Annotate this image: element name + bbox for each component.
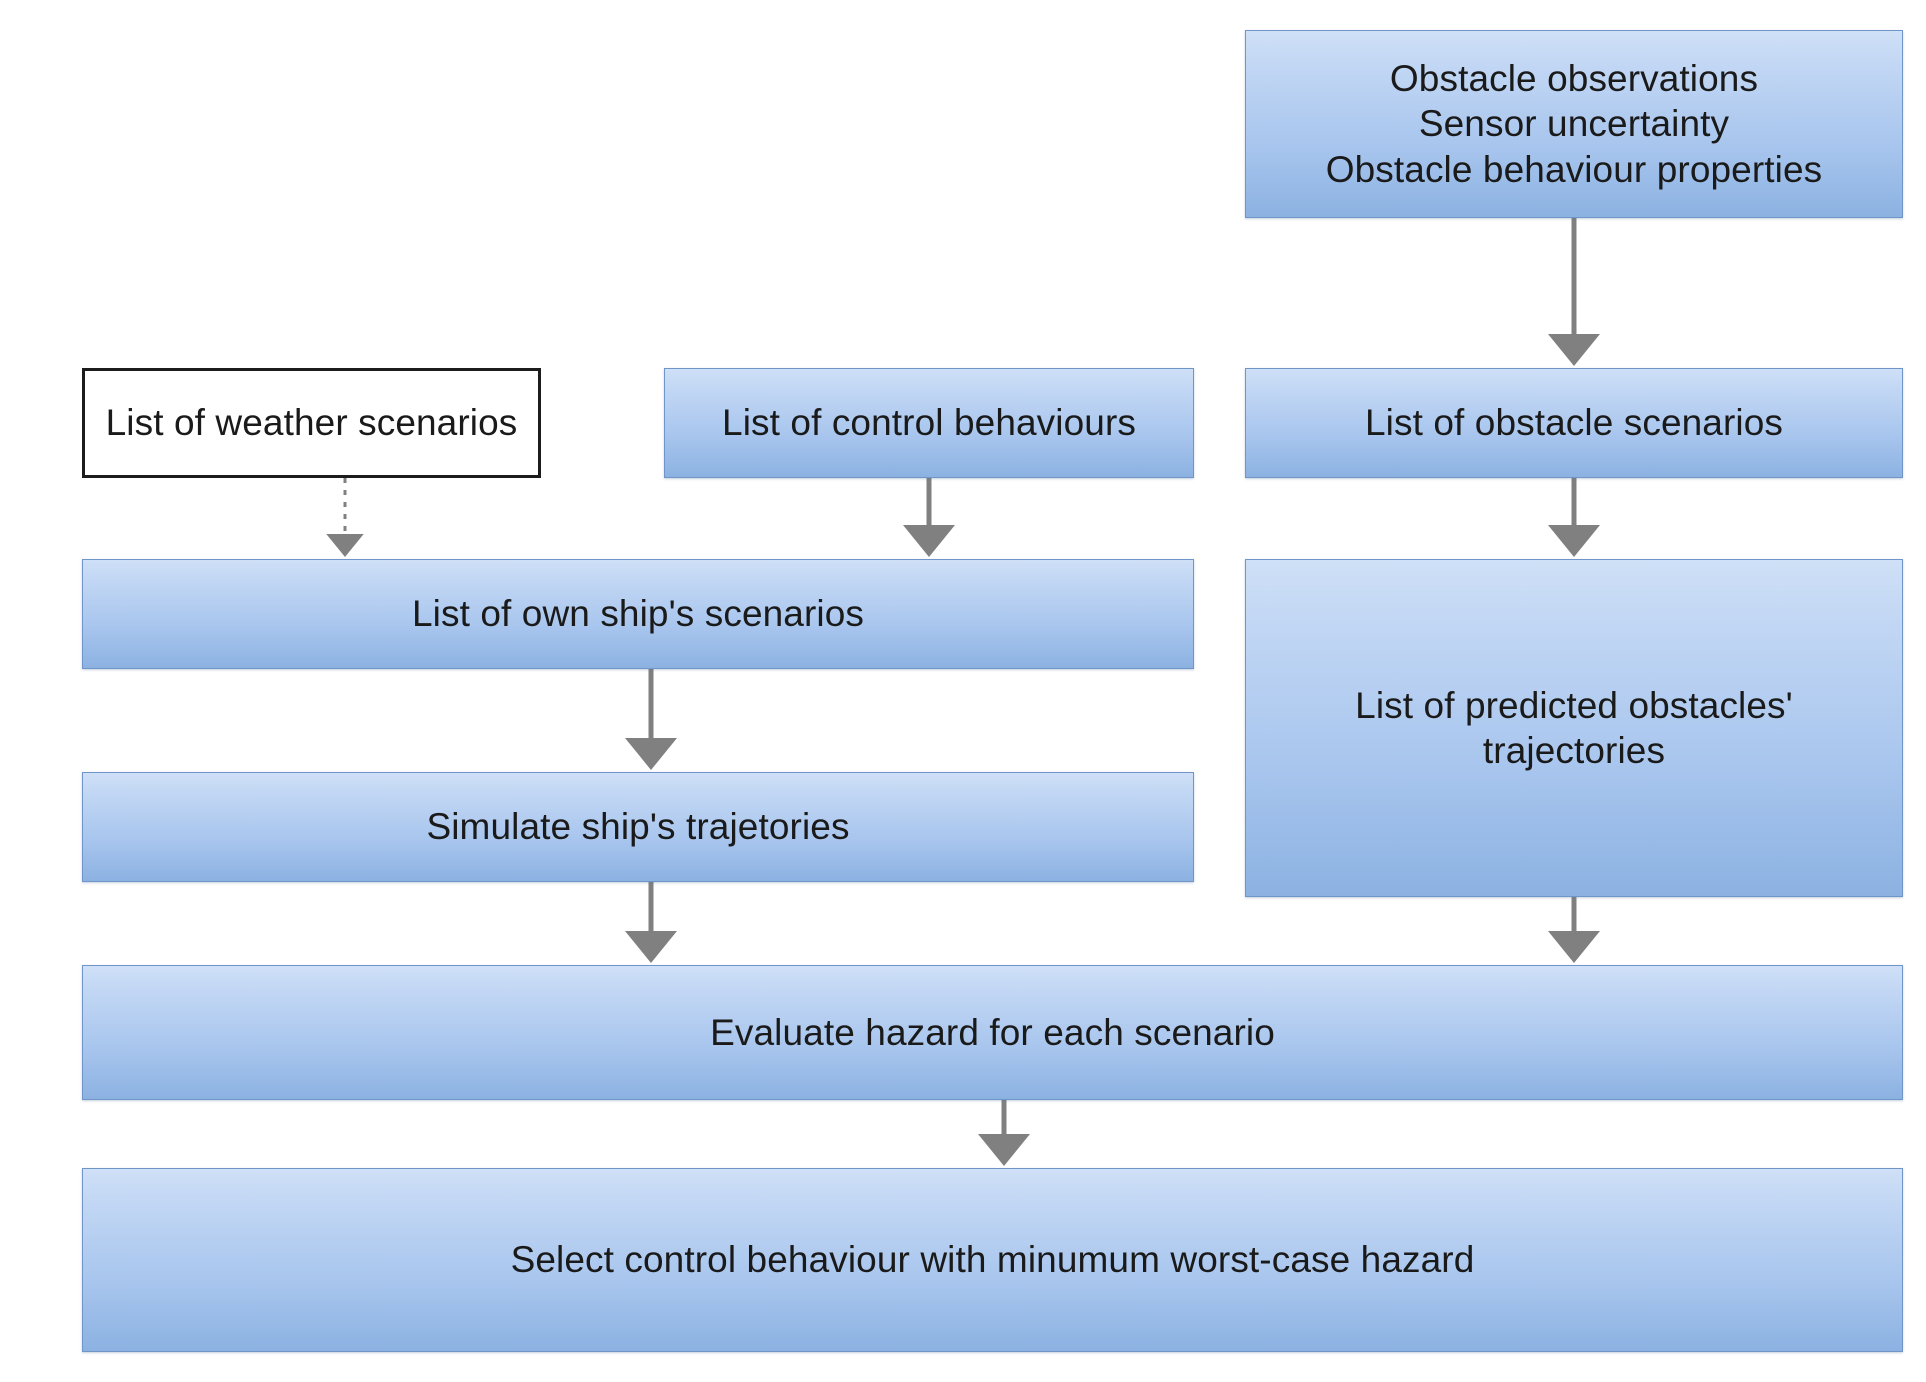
- connector-arrow: [1548, 478, 1600, 557]
- connector-arrow: [1548, 218, 1600, 366]
- connector-arrow: [978, 1100, 1030, 1166]
- connector-arrow: [625, 669, 677, 770]
- connector-arrow: [326, 478, 364, 557]
- node-label-simulate-trajectories: Simulate ship's trajetories: [426, 806, 850, 848]
- node-label-select-behaviour: Select control behaviour with minumum wo…: [510, 1239, 1475, 1281]
- node-weather-scenarios: List of weather scenarios: [82, 368, 541, 478]
- node-label-evaluate-hazard: Evaluate hazard for each scenario: [710, 1011, 1275, 1053]
- node-predicted-trajectories: List of predicted obstacles' trajectorie…: [1245, 559, 1903, 897]
- node-control-behaviours: List of control behaviours: [664, 368, 1194, 478]
- node-simulate-trajectories: Simulate ship's trajetories: [82, 772, 1194, 882]
- node-obstacle-inputs: Obstacle observations Sensor uncertainty…: [1245, 30, 1903, 218]
- connector-arrow: [1548, 897, 1600, 963]
- node-label-obstacle-inputs: Obstacle observations Sensor uncertainty…: [1325, 58, 1823, 190]
- node-evaluate-hazard: Evaluate hazard for each scenario: [82, 965, 1903, 1100]
- node-label-control-behaviours: List of control behaviours: [722, 402, 1136, 444]
- node-select-behaviour: Select control behaviour with minumum wo…: [82, 1168, 1903, 1352]
- node-label-own-ship-scenarios: List of own ship's scenarios: [411, 593, 865, 635]
- node-label-predicted-trajectories: List of predicted obstacles' trajectorie…: [1355, 684, 1793, 771]
- node-own-ship-scenarios: List of own ship's scenarios: [82, 559, 1194, 669]
- connector-arrow: [903, 478, 955, 557]
- node-label-weather-scenarios: List of weather scenarios: [105, 402, 518, 444]
- node-obstacle-scenarios: List of obstacle scenarios: [1245, 368, 1903, 478]
- connector-arrow: [625, 882, 677, 963]
- node-label-obstacle-scenarios: List of obstacle scenarios: [1364, 402, 1784, 444]
